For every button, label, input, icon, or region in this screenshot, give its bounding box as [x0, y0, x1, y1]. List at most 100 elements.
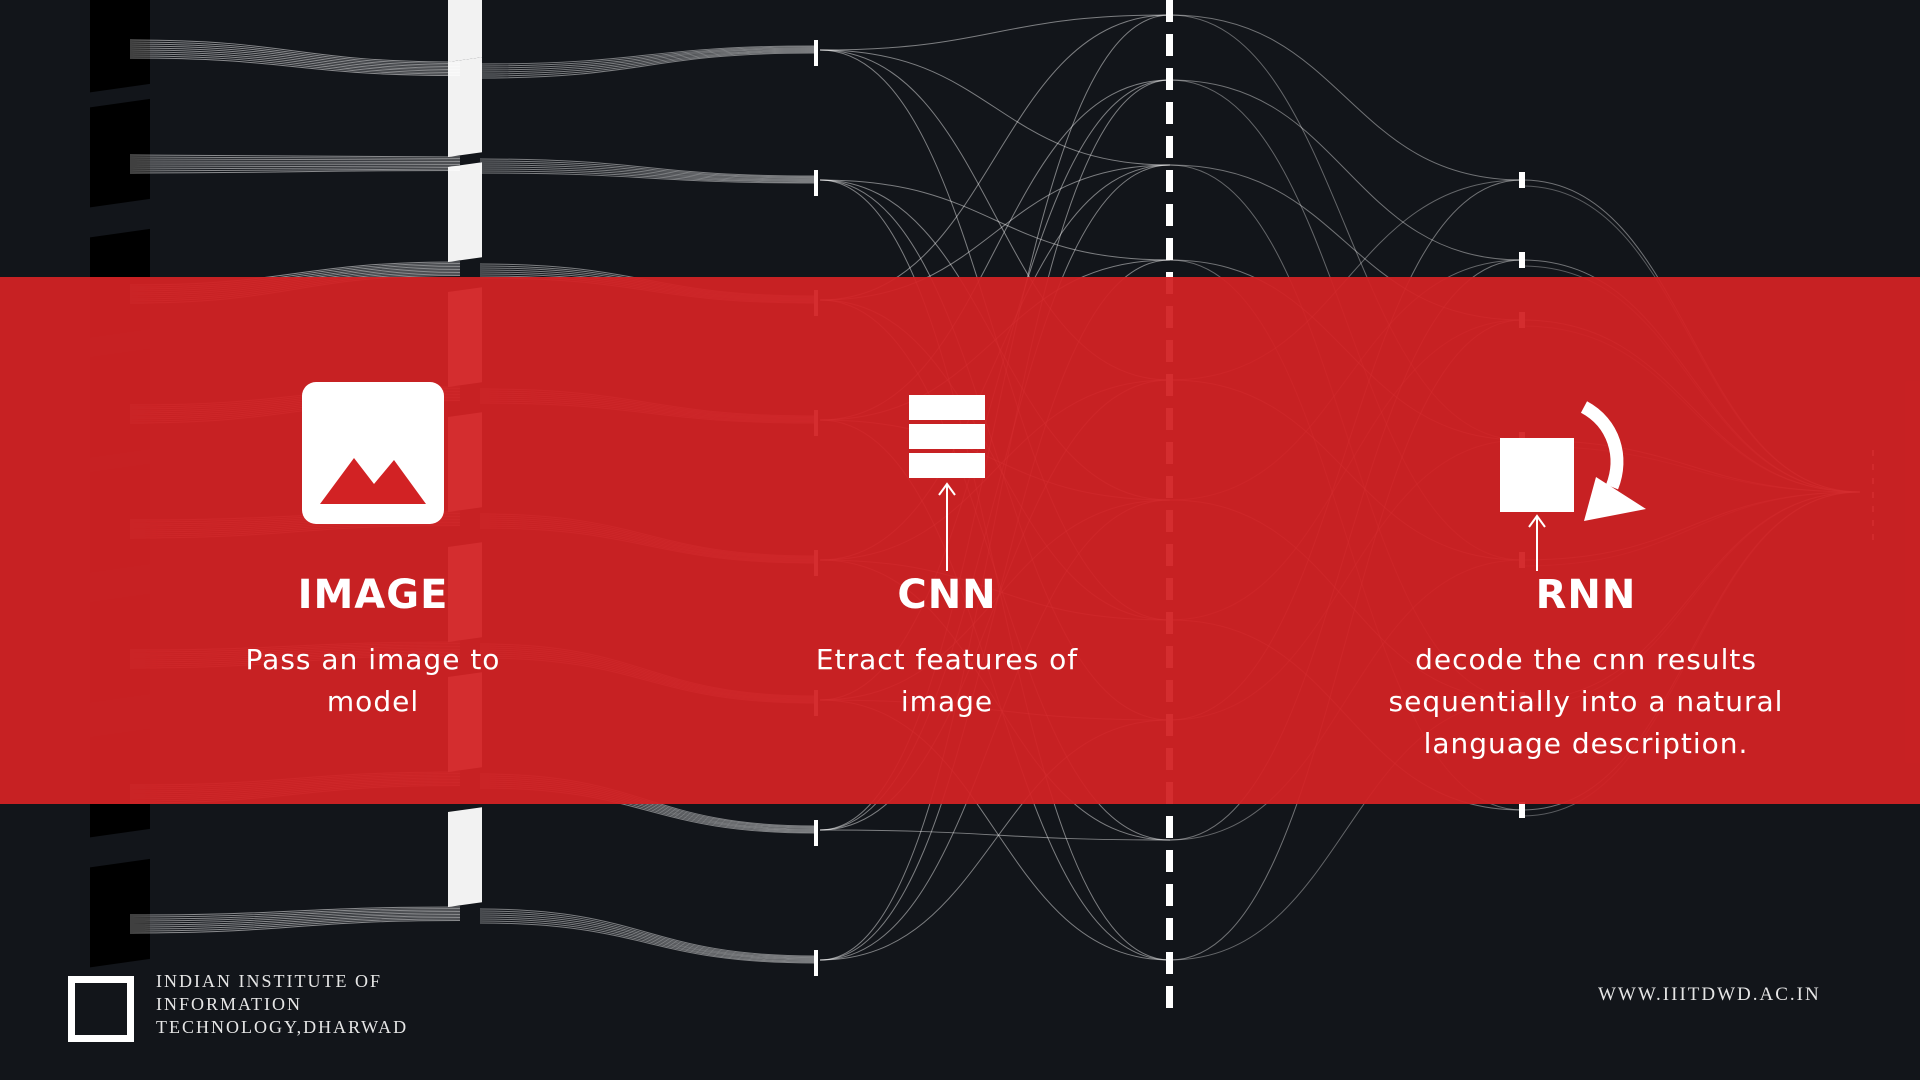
network-node: [814, 170, 818, 196]
network-edge: [479, 51, 816, 77]
step-title: IMAGE: [297, 572, 449, 618]
network-node: [1166, 102, 1173, 124]
digit-thumbnail: [90, 858, 150, 968]
network-edge: [129, 43, 461, 66]
network-edge: [1169, 14, 1523, 181]
digit-thumbnail: [90, 98, 150, 208]
step-description: decode the cnn results sequentially into…: [1366, 639, 1806, 765]
recurrent-loop-icon: [1500, 401, 1646, 571]
institute-name-line: TECHNOLOGY,DHARWAD: [156, 1017, 409, 1037]
network-edge: [129, 160, 461, 162]
network-edge: [1169, 79, 1523, 261]
network-edge: [129, 915, 461, 928]
description-line: Pass an image to: [245, 643, 501, 676]
network-node: [1166, 952, 1173, 974]
network-edge: [129, 55, 461, 75]
network-edge: [479, 45, 816, 65]
network-edge: [479, 916, 816, 961]
network-node: [1166, 68, 1173, 90]
network-edge: [129, 170, 461, 174]
digit-thumbnail: [90, 0, 150, 93]
description-line: language description.: [1423, 727, 1749, 760]
network-edge: [129, 920, 461, 934]
network-edge: [479, 52, 816, 79]
network-edge: [129, 168, 461, 172]
network-node: [814, 820, 818, 846]
description-line: image: [900, 685, 994, 718]
network-edge: [129, 53, 461, 73]
network-node: [1166, 850, 1173, 872]
network-edge: [479, 49, 816, 73]
network-edge: [479, 158, 816, 177]
network-node: [1166, 884, 1173, 906]
network-node: [814, 40, 818, 66]
step-title: RNN: [1535, 572, 1637, 618]
step-description: Pass an image to model: [153, 639, 593, 723]
network-edge: [479, 172, 816, 184]
network-edge: [819, 14, 1171, 51]
step-description: Etract features of image: [727, 639, 1167, 723]
network-edge: [129, 47, 461, 69]
description-line: model: [326, 685, 420, 718]
network-edge: [479, 170, 816, 183]
network-edge: [129, 917, 461, 930]
network-node: [1166, 238, 1173, 260]
network-edge: [129, 918, 461, 932]
network-node: [1166, 918, 1173, 940]
network-edge: [129, 164, 461, 166]
network-edge: [479, 46, 816, 67]
digit-thumbnail: [448, 162, 482, 263]
network-node: [1166, 170, 1173, 192]
network-edge: [479, 47, 816, 69]
network-node: [1166, 816, 1173, 838]
network-edge: [479, 912, 816, 959]
network-edge: [129, 57, 461, 76]
network-edge: [129, 158, 461, 161]
image-icon: [302, 382, 444, 524]
network-edge: [129, 167, 461, 170]
institute-name-line: INDIAN INSTITUTE OF: [156, 971, 382, 991]
stack-layers-icon: [909, 395, 985, 571]
step-title: CNN: [897, 572, 997, 618]
network-edge: [479, 50, 816, 75]
network-edge: [819, 829, 1171, 841]
network-edge: [129, 156, 461, 159]
network-node: [1519, 802, 1525, 818]
network-edge: [129, 909, 461, 920]
network-edge: [819, 179, 1171, 261]
network-edge: [129, 912, 461, 924]
network-edge: [129, 165, 461, 168]
network-edge: [129, 906, 461, 916]
network-edge: [129, 39, 461, 63]
institute-name-line: INFORMATION: [156, 994, 303, 1014]
network-edge: [479, 160, 816, 178]
digit-thumbnail: [448, 807, 482, 908]
network-edge: [479, 920, 816, 963]
network-edge: [129, 908, 461, 918]
network-edge: [479, 162, 816, 179]
network-edge: [479, 918, 816, 962]
network-node: [814, 950, 818, 976]
network-edge: [129, 51, 461, 72]
network-edge: [129, 154, 461, 158]
digit-thumbnail: [448, 0, 482, 63]
institute-name: INDIAN INSTITUTE OF INFORMATION TECHNOLO…: [156, 970, 408, 1039]
content-band: IMAGE Pass an image to model CNN Etract …: [0, 277, 1920, 804]
network-edge: [479, 908, 816, 957]
network-node: [1166, 986, 1173, 1008]
website-link[interactable]: WWW.IIITDWD.AC.IN: [1598, 984, 1821, 1005]
network-edge: [129, 41, 461, 64]
network-edge: [479, 910, 816, 958]
network-node: [1166, 136, 1173, 158]
network-edge: [129, 911, 461, 922]
network-node: [1519, 172, 1525, 188]
network-node: [1166, 34, 1173, 56]
network-node: [1519, 252, 1525, 268]
network-edge: [129, 49, 461, 70]
institute-logo-icon: [68, 976, 134, 1042]
network-edge: [129, 914, 461, 926]
network-node: [1166, 0, 1173, 22]
network-node: [1166, 204, 1173, 226]
description-line: decode the cnn results: [1415, 643, 1757, 676]
network-edge: [479, 168, 816, 182]
